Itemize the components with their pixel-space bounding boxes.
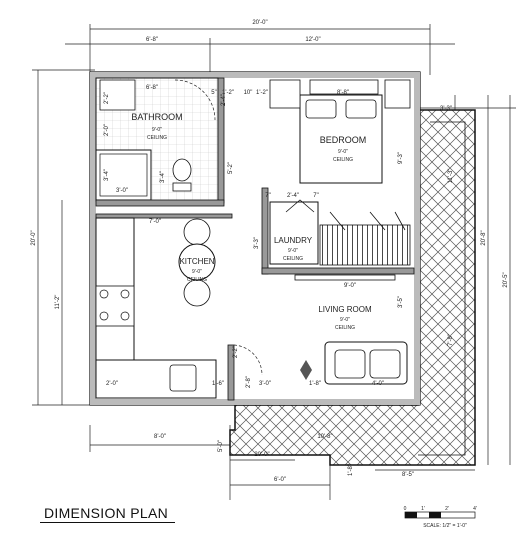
dim-door: 2'-8" <box>246 376 252 388</box>
scale-label: SCALE: 1/2" = 1'-0" <box>423 523 467 529</box>
dim-kitchen-bottom: 1'-6" <box>212 381 224 387</box>
dimension-labels: 20'-0" 6'-8" 12'-0" 6'-8" 5" 1'-2" 10" 1… <box>106 20 452 483</box>
dim-bed-top: 8'-8" <box>337 90 349 96</box>
room-ceiling: CEILING <box>333 157 353 163</box>
dim-top-right: 12'-0" <box>305 37 320 43</box>
dim-sofa: 1'-8" <box>309 381 321 387</box>
room-name: BATHROOM <box>131 112 182 122</box>
dim-bath-top: 6'-8" <box>146 85 158 91</box>
page-title: DIMENSION PLAN <box>44 505 168 521</box>
dim-door: 2'-2" <box>233 346 239 358</box>
interior-walls <box>95 77 415 401</box>
dim-bottom-left: 8'-0" <box>154 434 166 440</box>
dim-bath-left: 3'-4" <box>104 169 110 181</box>
dim-overall-width: 20'-0" <box>252 20 267 26</box>
dim-deck-bottom: 6'-0" <box>274 477 286 483</box>
scale-tick: 4' <box>473 506 477 512</box>
dim-bath-left: 2'-0" <box>104 124 110 136</box>
scale-bar: 0 1' 2' 4' SCALE: 1/2" = 1'-0" <box>404 506 477 529</box>
dim-left-lower: 11'-2" <box>55 295 61 310</box>
room-name: BEDROOM <box>320 135 367 145</box>
scale-tick: 1' <box>421 506 425 512</box>
dim-laundry-l: 7" <box>265 193 270 199</box>
dim-small: 5" <box>211 90 216 96</box>
dim-laundry-bottom: 9'-0" <box>344 283 356 289</box>
dim-bath-right: 3'-4" <box>160 171 166 183</box>
dim-deck-right: 8'-5" <box>402 472 414 478</box>
dim-right-deck: 20'-8" <box>481 230 487 245</box>
dim-right-mid: 11'-3" <box>448 169 454 184</box>
living-room <box>233 341 408 385</box>
dim-deck-width: 20'-0" <box>254 452 269 458</box>
room-name: LIVING ROOM <box>318 305 372 314</box>
dim-right-low: 7'-8" <box>448 334 454 346</box>
dim-bath-right: 2'-4" <box>221 94 227 106</box>
dim-right-overall: 20'-5" <box>503 272 509 287</box>
dim-hall: 5'-2" <box>228 162 234 174</box>
kitchen <box>95 217 217 399</box>
dim-living-right: 3'-5" <box>398 296 404 308</box>
dim-deck-step: 5'-0" <box>218 440 224 452</box>
vertical-dimension-labels: 20'-0" 11'-2" 2'-2" 2'-0" 3'-4" 3'-4" 2'… <box>31 92 509 476</box>
dim-kitchen-bottom: 2'-0" <box>106 381 118 387</box>
dim-kitchen-w: 7'-0" <box>149 219 161 225</box>
room-labels: BATHROOM 9'-0" CEILING BEDROOM 9'-0" CEI… <box>131 112 372 331</box>
dim-top-left: 6'-8" <box>146 37 158 43</box>
room-name: KITCHEN <box>179 257 214 266</box>
bathroom <box>95 77 219 202</box>
scale-tick: 2' <box>445 506 449 512</box>
scale-tick: 0 <box>404 506 407 512</box>
dim-bath-bottom: 3'-0" <box>116 188 128 194</box>
dim-laundry-r: 7" <box>313 193 318 199</box>
room-ceiling: CEILING <box>187 277 207 283</box>
dim-laundry-h: 3'-3" <box>254 237 260 249</box>
room-height: 9'-0" <box>340 317 350 323</box>
title-underline <box>40 522 175 523</box>
dim-deck-small: 1'-8" <box>348 464 354 476</box>
laundry <box>269 199 411 281</box>
bedroom <box>269 79 411 184</box>
dim-small: 1'-2" <box>222 90 234 96</box>
room-name: LAUNDRY <box>274 236 313 245</box>
room-height: 9'-0" <box>152 127 162 133</box>
room-height: 9'-0" <box>288 248 298 254</box>
dim-right-side-top: 3'-3" <box>440 106 452 112</box>
room-height: 9'-0" <box>192 269 202 275</box>
dim-door: 3'-0" <box>259 381 271 387</box>
dim-bottom-mid: 10'-8" <box>317 434 332 440</box>
dim-left-overall: 20'-0" <box>31 230 37 245</box>
dim-small: 1'-2" <box>256 90 268 96</box>
dim-laundry-w: 2'-4" <box>287 193 299 199</box>
room-height: 9'-0" <box>338 149 348 155</box>
dim-bath-left: 2'-2" <box>104 92 110 104</box>
room-ceiling: CEILING <box>335 325 355 331</box>
dim-bed-right: 9'-3" <box>398 152 404 164</box>
dim-sofa: 4'-0" <box>372 381 384 387</box>
room-ceiling: CEILING <box>283 256 303 262</box>
room-ceiling: CEILING <box>147 135 167 141</box>
dim-small: 10" <box>244 90 253 96</box>
